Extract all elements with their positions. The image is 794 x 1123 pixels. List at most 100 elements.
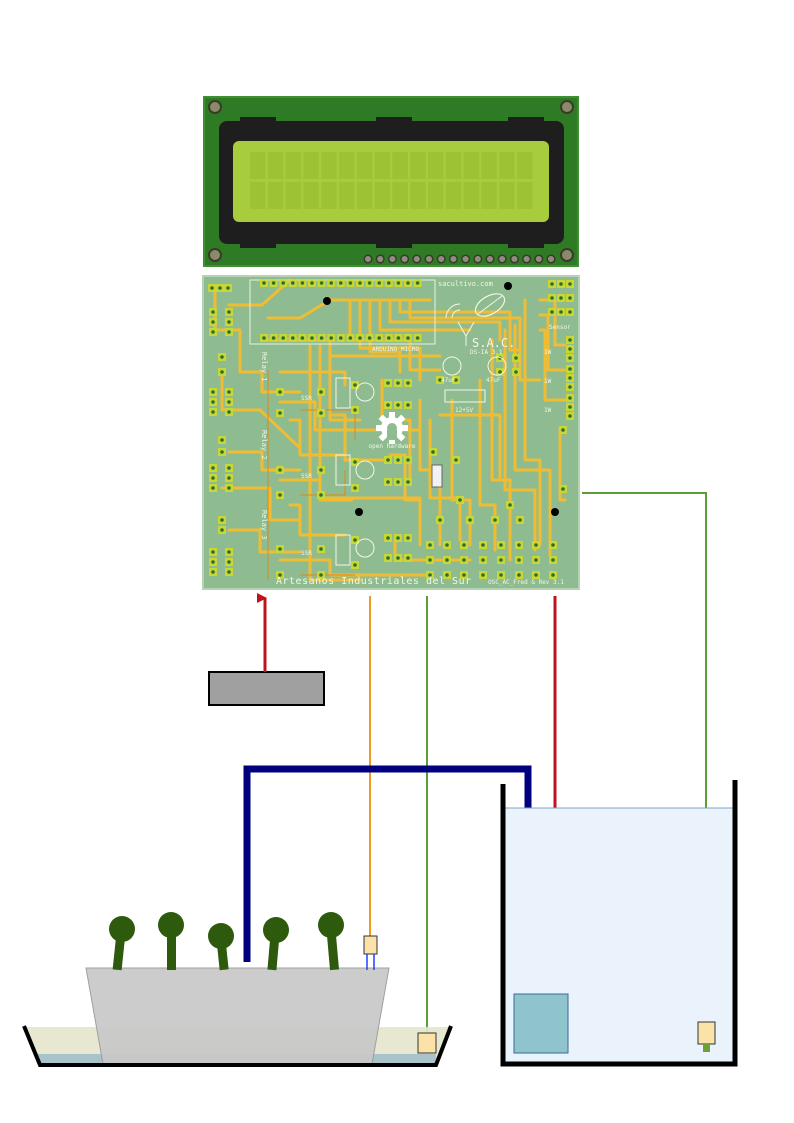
pcb-website: sacultivo.com xyxy=(438,280,493,288)
reservoir-level-probe xyxy=(697,1021,716,1052)
lcd-cell xyxy=(481,152,497,179)
pcb-ssr-label: SSR xyxy=(301,473,312,480)
lcd-pin xyxy=(363,254,373,264)
lcd-cell xyxy=(267,182,284,209)
lcd-cell xyxy=(499,152,515,179)
lcd-cell xyxy=(250,182,266,209)
pcb-wire-label: 1W xyxy=(544,349,552,356)
pcb-relay-label: Relay 1 xyxy=(260,352,268,382)
pcb-relay-label: Relay 2 xyxy=(260,430,268,460)
relay-block-1 xyxy=(335,377,375,409)
pcb-ssr-label: SSR xyxy=(301,395,312,402)
lcd-cell xyxy=(356,152,373,179)
supply-connector xyxy=(444,389,486,403)
pcb-wire-label: 1W xyxy=(544,378,552,385)
pcb-wire-label: 1W xyxy=(544,407,552,414)
pcb-pads xyxy=(208,279,574,579)
pcb-footer-text: Artesanos Industriales del Sur xyxy=(276,576,472,587)
lcd-cell xyxy=(445,182,462,209)
pcb-sensor-label: Sensor xyxy=(549,324,571,331)
leaf-icon xyxy=(474,293,506,317)
water-reservoir xyxy=(500,780,738,1067)
lcd-cell xyxy=(285,152,302,179)
water-pipe xyxy=(243,765,532,994)
sac-logo: S.A.C. DS-IA 3.1 xyxy=(445,293,515,356)
lcd-pin xyxy=(461,254,471,264)
plant xyxy=(208,923,234,971)
lcd-cell xyxy=(428,182,444,209)
lcd-cell xyxy=(339,182,355,209)
plant xyxy=(109,916,135,971)
lcd-pin xyxy=(400,254,410,264)
power-supply-box xyxy=(208,671,325,706)
gear-icon xyxy=(376,412,408,444)
lcd-cell xyxy=(410,182,426,209)
lcd-cell xyxy=(410,152,426,179)
lcd-cell xyxy=(321,152,337,179)
plant xyxy=(318,912,344,971)
growing-tray-rim xyxy=(22,1025,453,1067)
relay-block-2 xyxy=(335,454,375,486)
pcb-relay-label: Relay 3 xyxy=(260,510,268,540)
pcb-cap-label: 47uF xyxy=(441,377,456,384)
lcd-pin xyxy=(473,254,483,264)
lcd-character-grid xyxy=(250,152,533,209)
plant xyxy=(263,917,289,971)
lcd-cell xyxy=(285,182,302,209)
lcd-mount-hole xyxy=(208,100,574,262)
water-pump xyxy=(513,993,569,1054)
pcb-supply-label: 12+5V xyxy=(455,407,473,414)
lcd-cell xyxy=(392,152,408,179)
lcd-pin xyxy=(412,254,422,264)
plant-pot xyxy=(85,967,390,1065)
lcd-pin xyxy=(424,254,434,264)
plant xyxy=(158,912,184,970)
lcd-cell xyxy=(499,182,515,209)
lcd-cell xyxy=(445,152,462,179)
pcb-arduino-label: ARDUINO MICRO xyxy=(372,346,419,353)
lcd-cell xyxy=(428,152,444,179)
pcb-logo-text: S.A.C. xyxy=(472,336,515,350)
antenna-icon xyxy=(445,303,475,346)
lcd-cell xyxy=(321,182,337,209)
lcd-pin xyxy=(509,254,519,264)
open-hardware-label: open hardware xyxy=(369,443,416,450)
tray-level-probe xyxy=(417,1032,437,1054)
lcd-module xyxy=(203,96,579,267)
pcb-cap-label: 47uF xyxy=(486,377,501,384)
moisture-probe xyxy=(363,935,378,970)
lcd-cell xyxy=(463,152,480,179)
lcd-cell xyxy=(250,152,266,179)
lcd-cell xyxy=(463,182,480,209)
lcd-pin xyxy=(485,254,495,264)
lcd-pin xyxy=(534,254,544,264)
lcd-cell xyxy=(303,152,319,179)
capacitor xyxy=(442,356,507,376)
lcd-cell xyxy=(267,152,284,179)
lcd-cell xyxy=(339,152,355,179)
pcb-version-text: DS-IA 3.1 xyxy=(470,349,503,356)
lcd-pin xyxy=(375,254,385,264)
lcd-pin-header xyxy=(363,254,556,264)
lcd-cell xyxy=(303,182,319,209)
lcd-pin xyxy=(436,254,446,264)
lcd-pin xyxy=(522,254,532,264)
controller-pcb: open hardware S.A.C. DS-IA 3.1 sacultivo… xyxy=(202,275,580,590)
lcd-cell xyxy=(374,182,391,209)
lcd-cell xyxy=(374,152,391,179)
relay-block-3 xyxy=(335,534,375,566)
lcd-cell xyxy=(356,182,373,209)
lcd-pin xyxy=(497,254,507,264)
lcd-pin xyxy=(387,254,397,264)
lcd-cell xyxy=(517,152,533,179)
lcd-cell xyxy=(517,182,533,209)
lcd-pin xyxy=(546,254,556,264)
lcd-cell xyxy=(392,182,408,209)
plant-row xyxy=(109,912,344,971)
lcd-cell xyxy=(481,182,497,209)
pcb-footer-small: OSC_AC_Fred & Rev 3.1 xyxy=(488,579,564,586)
lcd-pin xyxy=(448,254,458,264)
regulator xyxy=(431,464,443,488)
pcb-mount-hole xyxy=(323,282,559,516)
